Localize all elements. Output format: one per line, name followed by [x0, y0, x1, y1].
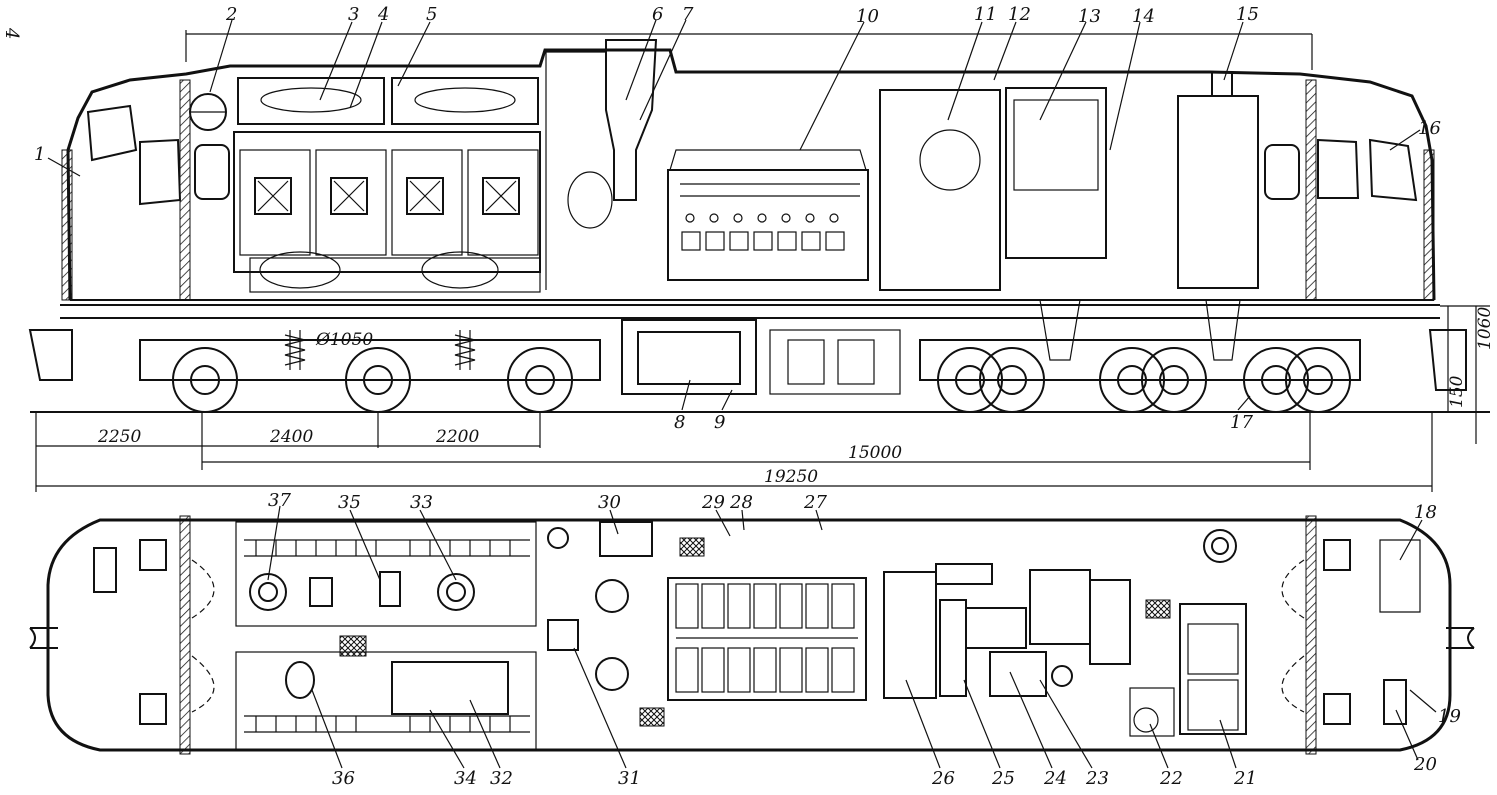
callout-3: 3 [348, 4, 359, 25]
callout-12: 12 [1008, 4, 1031, 25]
callout-27: 27 [803, 492, 827, 513]
rear-bogie [919, 339, 1361, 413]
callout-15: 15 [1236, 4, 1259, 25]
dim-150: 150 [1447, 375, 1467, 408]
fuel-tank [621, 319, 757, 395]
callout-24: 24 [1043, 768, 1067, 789]
dim-2250: 2250 [97, 427, 141, 447]
callout-28: 28 [729, 492, 753, 513]
callout-5: 5 [426, 4, 437, 25]
plan-outline [46, 518, 1452, 752]
callout-36: 36 [332, 768, 355, 789]
callout-34: 34 [454, 768, 477, 789]
callout-29: 29 [701, 492, 725, 513]
callout-6: 6 [652, 4, 663, 25]
callout-26: 26 [931, 768, 955, 789]
callout-7: 7 [682, 4, 694, 25]
callout-2: 2 [225, 4, 237, 25]
callout-22: 22 [1159, 768, 1183, 789]
callout-1: 1 [34, 144, 45, 165]
callout-18: 18 [1414, 502, 1437, 523]
callout-23: 23 [1085, 768, 1109, 789]
callout-21: 21 [1233, 768, 1257, 789]
callout-16: 16 [1418, 118, 1441, 139]
dim-1060: 1060 [1475, 307, 1495, 350]
callout-10: 10 [856, 6, 879, 27]
dim-2400: 2400 [269, 427, 313, 447]
dim-19250: 19250 [764, 467, 818, 487]
callout-4: 4 [377, 4, 389, 25]
callout-13: 13 [1078, 6, 1101, 27]
callout-32: 32 [490, 768, 513, 789]
callout-19: 19 [1438, 706, 1461, 727]
page-marker: 4 [1, 27, 22, 39]
wheel-diameter-label: Ø1050 [315, 330, 373, 350]
callout-33: 33 [410, 492, 433, 513]
side-view: 1 2 3 4 5 6 7 10 11 12 13 14 15 16 8 9 1… [28, 4, 1495, 492]
callout-20: 20 [1413, 754, 1437, 775]
callout-8: 8 [674, 412, 685, 433]
callout-11: 11 [974, 4, 997, 25]
body-outline [66, 48, 1436, 301]
callout-25: 25 [991, 768, 1015, 789]
plan-view: 37 35 33 30 29 28 27 18 19 20 21 22 23 2… [29, 490, 1475, 789]
callout-9: 9 [714, 412, 725, 433]
callout-14: 14 [1132, 6, 1155, 27]
callout-31: 31 [618, 768, 641, 789]
dim-15000: 15000 [848, 443, 902, 463]
callout-35: 35 [338, 492, 361, 513]
engine-plan [667, 577, 867, 701]
front-bogie [139, 339, 601, 413]
callout-30: 30 [598, 492, 621, 513]
callout-17: 17 [1230, 412, 1253, 433]
callout-37: 37 [268, 490, 291, 511]
dim-2200: 2200 [435, 427, 479, 447]
